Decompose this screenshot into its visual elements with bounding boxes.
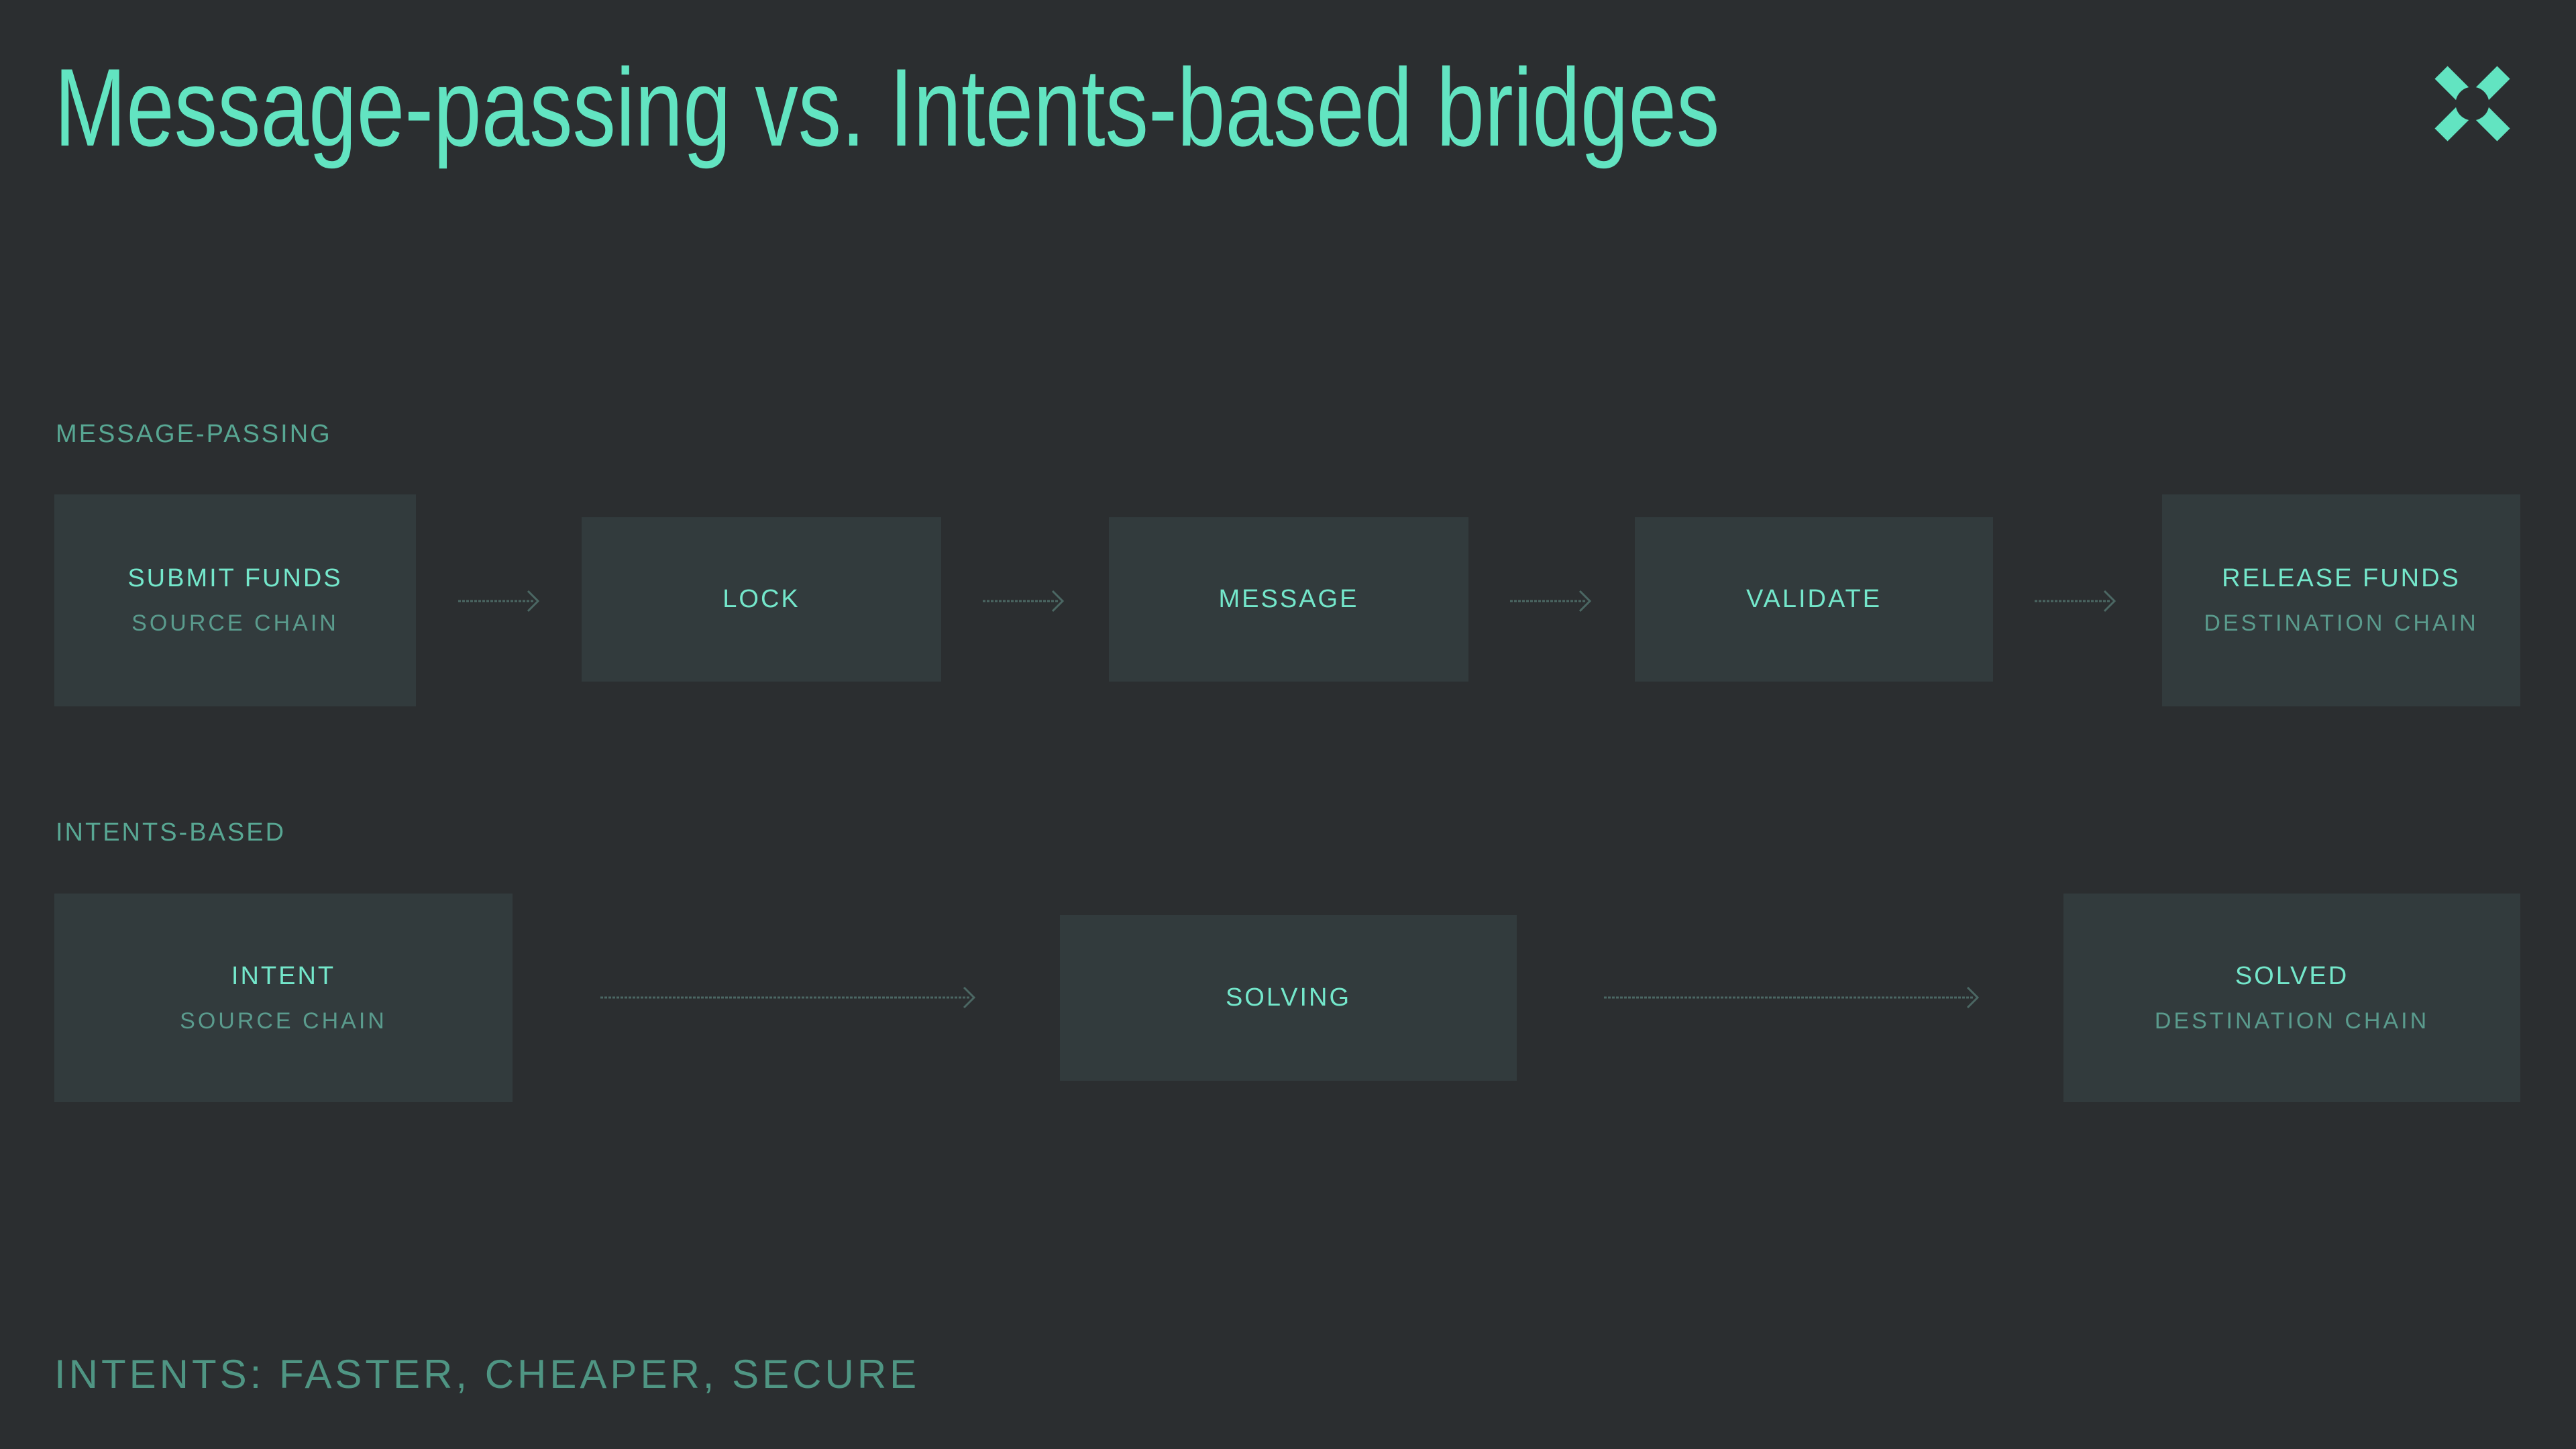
arrow-right-icon bbox=[2035, 590, 2116, 612]
page-title: Message-passing vs. Intents-based bridge… bbox=[54, 47, 2190, 168]
node-title: INTENT bbox=[231, 961, 336, 990]
flow-node-intent: INTENT SOURCE CHAIN bbox=[54, 894, 513, 1102]
flow-node-solving: SOLVING bbox=[1060, 915, 1517, 1081]
arrow-right-icon bbox=[983, 590, 1065, 612]
arrow-right-icon bbox=[1510, 590, 1592, 612]
node-title: SOLVED bbox=[2235, 961, 2349, 990]
node-title: VALIDATE bbox=[1746, 585, 1882, 613]
node-title: RELEASE FUNDS bbox=[2222, 564, 2461, 592]
node-subtitle: SOURCE CHAIN bbox=[131, 610, 339, 636]
page-title-text: Message-passing vs. Intents-based bridge… bbox=[54, 46, 1720, 169]
flow-node-submit-funds: SUBMIT FUNDS SOURCE CHAIN bbox=[54, 494, 416, 706]
node-title: SUBMIT FUNDS bbox=[127, 564, 343, 592]
node-subtitle: DESTINATION CHAIN bbox=[2204, 610, 2479, 636]
node-title: LOCK bbox=[722, 585, 800, 613]
flow-node-lock: LOCK bbox=[582, 517, 941, 682]
node-title: SOLVING bbox=[1225, 983, 1352, 1012]
arrow-right-icon bbox=[458, 590, 540, 612]
section-label-message-passing: MESSAGE-PASSING bbox=[56, 420, 332, 448]
section-label-intents-based: INTENTS-BASED bbox=[56, 818, 286, 847]
node-subtitle: SOURCE CHAIN bbox=[180, 1008, 387, 1034]
flow-node-release-funds: RELEASE FUNDS DESTINATION CHAIN bbox=[2162, 494, 2520, 706]
flow-node-message: MESSAGE bbox=[1109, 517, 1468, 682]
footer-tagline: INTENTS: FASTER, CHEAPER, SECURE bbox=[54, 1352, 920, 1397]
flow-node-validate: VALIDATE bbox=[1635, 517, 1993, 682]
x-mark-logo-icon bbox=[2434, 66, 2510, 142]
arrow-right-icon bbox=[1604, 986, 1980, 1009]
arrow-right-icon bbox=[600, 986, 976, 1009]
node-title: MESSAGE bbox=[1218, 585, 1359, 613]
flow-node-solved: SOLVED DESTINATION CHAIN bbox=[2063, 894, 2520, 1102]
node-subtitle: DESTINATION CHAIN bbox=[2154, 1008, 2430, 1034]
